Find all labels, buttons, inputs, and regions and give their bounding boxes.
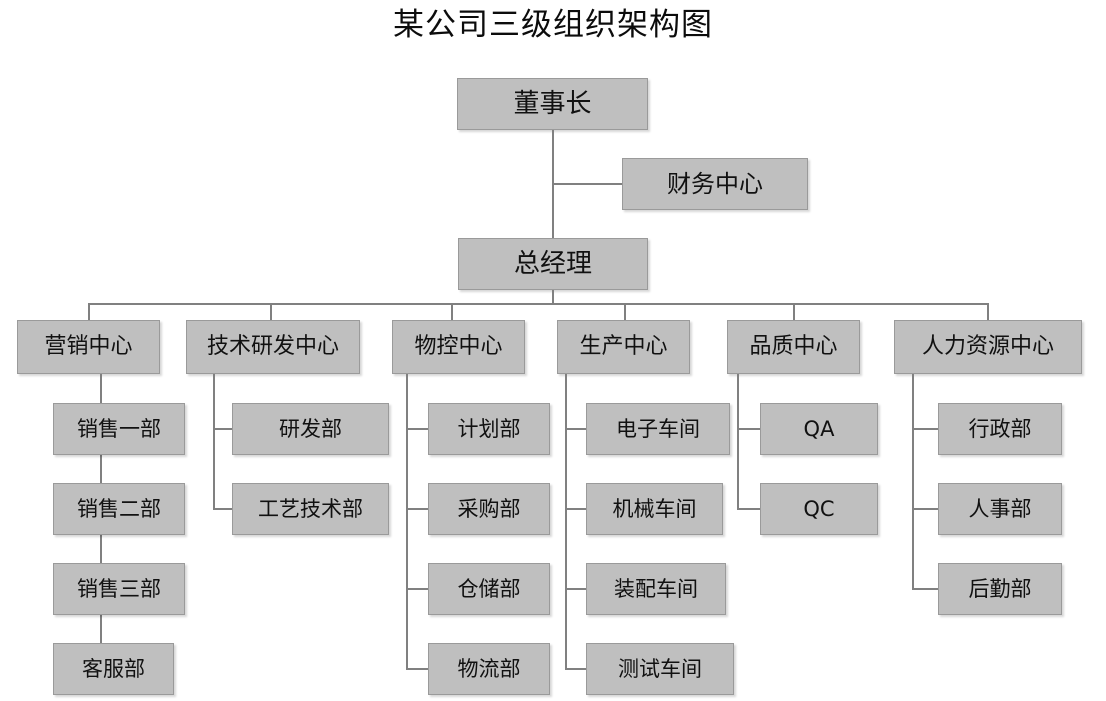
connector-centers-bus: [88, 303, 988, 305]
connector-production-elbow-1: [565, 428, 586, 430]
node-process-tech-dept-label: 工艺技术部: [258, 496, 363, 521]
connector-hr-spine: [912, 374, 914, 589]
node-administration-dept[interactable]: 行政部: [938, 403, 1062, 455]
connector-quality-elbow-2: [737, 508, 760, 510]
connector-production-elbow-2: [565, 508, 586, 510]
node-testing-workshop[interactable]: 测试车间: [586, 643, 734, 695]
node-electronics-workshop[interactable]: 电子车间: [586, 403, 730, 455]
connector-bus-drop-rd: [270, 303, 272, 320]
node-planning-dept-label: 计划部: [457, 416, 521, 441]
node-logistics-support-dept[interactable]: 后勤部: [938, 563, 1062, 615]
node-electronics-workshop-label: 电子车间: [616, 416, 700, 441]
node-customer-service-dept-label: 客服部: [82, 656, 145, 681]
node-qa-dept-label: QA: [803, 416, 835, 441]
connector-material-elbow-1: [406, 428, 428, 430]
node-personnel-dept-label: 人事部: [968, 496, 1032, 521]
connector-rd-spine: [213, 374, 215, 509]
node-mechanical-workshop-label: 机械车间: [612, 496, 697, 521]
connector-quality-elbow-1: [737, 428, 760, 430]
node-planning-dept[interactable]: 计划部: [428, 403, 550, 455]
connector-bus-drop-marketing: [88, 303, 90, 320]
node-personnel-dept[interactable]: 人事部: [938, 483, 1062, 535]
node-process-tech-dept[interactable]: 工艺技术部: [232, 483, 389, 535]
node-general-manager-label: 总经理: [513, 249, 592, 279]
node-assembly-workshop-label: 装配车间: [614, 576, 698, 601]
node-center-marketing-label: 营销中心: [44, 334, 133, 359]
connector-hr-elbow-1: [912, 428, 938, 430]
connector-bus-drop-quality: [793, 303, 795, 320]
node-testing-workshop-label: 测试车间: [618, 656, 702, 681]
connector-rd-elbow-1: [213, 428, 232, 430]
node-logistics-support-dept-label: 后勤部: [968, 576, 1032, 601]
node-finance-center-label: 财务中心: [667, 170, 763, 198]
node-sales-dept-3-label: 销售三部: [77, 576, 161, 601]
connector-production-elbow-4: [565, 668, 586, 670]
node-chairman-label: 董事长: [513, 89, 592, 119]
node-center-quality-label: 品质中心: [749, 334, 838, 359]
connector-bus-drop-production: [624, 303, 626, 320]
connector-production-spine: [565, 374, 567, 669]
connector-material-elbow-2: [406, 508, 428, 510]
connector-quality-spine: [737, 374, 739, 509]
node-warehouse-dept[interactable]: 仓储部: [428, 563, 550, 615]
node-logistics-dept-label: 物流部: [457, 656, 521, 681]
node-center-production-label: 生产中心: [579, 334, 668, 359]
node-sales-dept-3[interactable]: 销售三部: [53, 563, 185, 615]
node-chairman[interactable]: 董事长: [457, 78, 648, 130]
node-assembly-workshop[interactable]: 装配车间: [586, 563, 726, 615]
node-center-production[interactable]: 生产中心: [557, 320, 690, 374]
node-center-hr[interactable]: 人力资源中心: [894, 320, 1082, 374]
node-customer-service-dept[interactable]: 客服部: [53, 643, 174, 695]
connector-hr-elbow-2: [912, 508, 938, 510]
node-sales-dept-1[interactable]: 销售一部: [53, 403, 185, 455]
connector-material-spine: [406, 374, 408, 669]
node-center-material-label: 物控中心: [414, 334, 503, 359]
node-rd-dept[interactable]: 研发部: [232, 403, 389, 455]
node-logistics-dept[interactable]: 物流部: [428, 643, 550, 695]
connector-bus-drop-hr: [987, 303, 989, 320]
node-qc-dept[interactable]: QC: [760, 483, 878, 535]
node-sales-dept-2-label: 销售二部: [77, 496, 161, 521]
node-mechanical-workshop[interactable]: 机械车间: [586, 483, 723, 535]
connector-hr-elbow-3: [912, 588, 938, 590]
node-general-manager[interactable]: 总经理: [458, 238, 648, 290]
page-title: 某公司三级组织架构图: [393, 7, 713, 43]
connector-material-elbow-4: [406, 668, 428, 670]
node-center-marketing[interactable]: 营销中心: [17, 320, 160, 374]
connector-rd-elbow-2: [213, 508, 232, 510]
node-center-quality[interactable]: 品质中心: [727, 320, 860, 374]
node-finance-center[interactable]: 财务中心: [622, 158, 808, 210]
node-center-rd[interactable]: 技术研发中心: [186, 320, 360, 374]
node-purchasing-dept-label: 采购部: [457, 496, 521, 521]
node-administration-dept-label: 行政部: [968, 416, 1032, 441]
node-rd-dept-label: 研发部: [279, 416, 342, 441]
connector-bus-drop-material: [451, 303, 453, 320]
node-sales-dept-1-label: 销售一部: [77, 416, 161, 441]
connector-chairman-to-finance: [552, 183, 622, 185]
node-sales-dept-2[interactable]: 销售二部: [53, 483, 185, 535]
node-qc-dept-label: QC: [803, 496, 835, 521]
node-center-material[interactable]: 物控中心: [392, 320, 525, 374]
connector-gm-stem: [552, 290, 554, 304]
node-warehouse-dept-label: 仓储部: [457, 576, 521, 601]
node-qa-dept[interactable]: QA: [760, 403, 878, 455]
node-center-rd-label: 技术研发中心: [206, 334, 339, 359]
node-purchasing-dept[interactable]: 采购部: [428, 483, 550, 535]
connector-material-elbow-3: [406, 588, 428, 590]
connector-production-elbow-3: [565, 588, 586, 590]
node-center-hr-label: 人力资源中心: [921, 334, 1054, 359]
